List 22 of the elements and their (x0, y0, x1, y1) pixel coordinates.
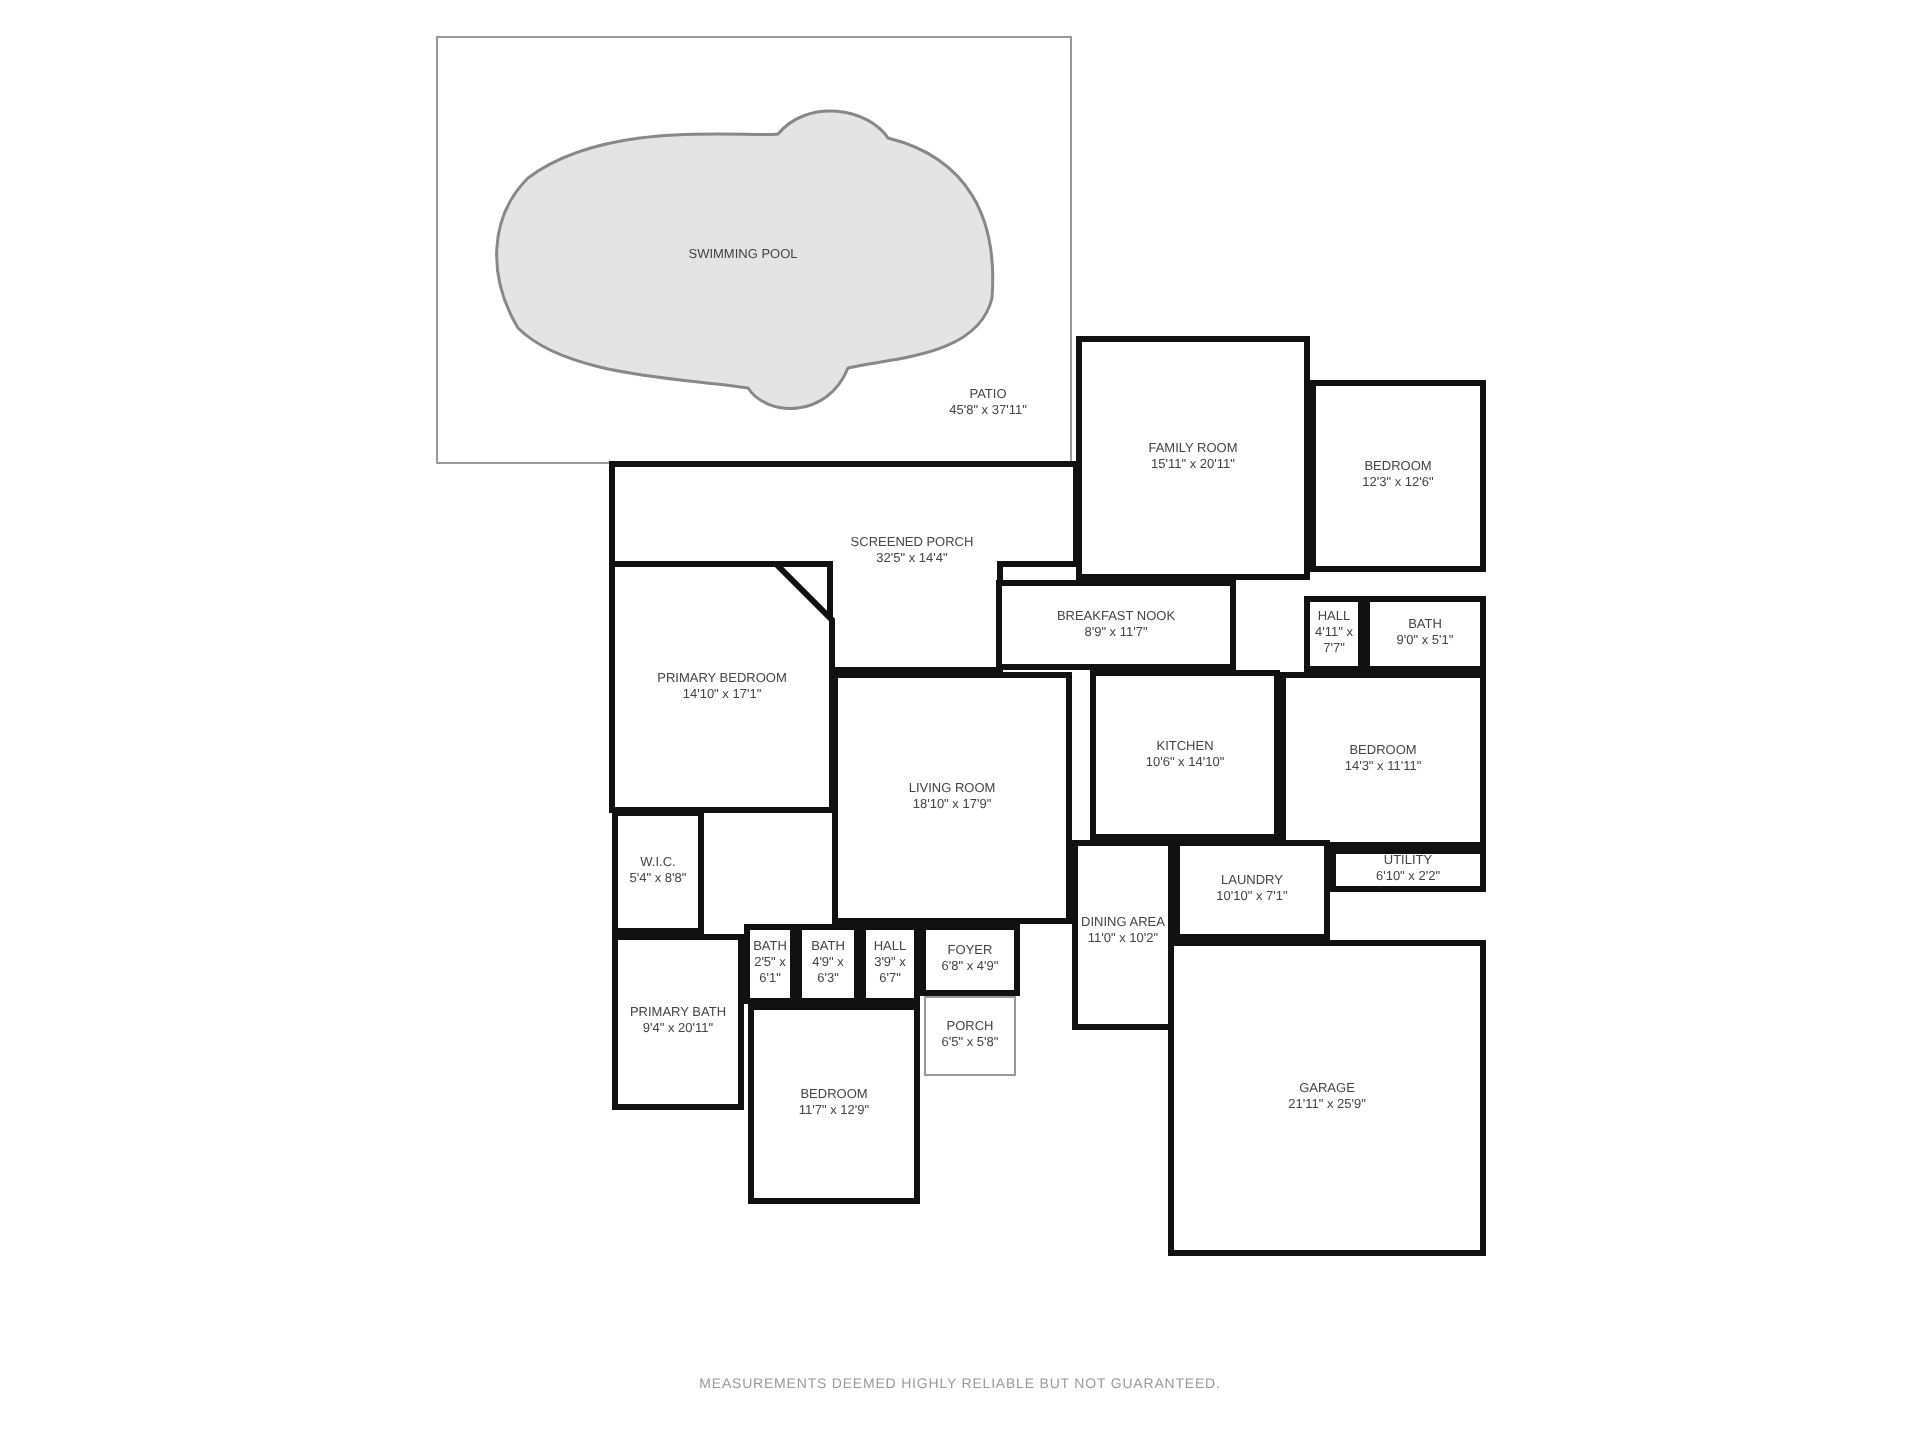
room (920, 924, 1020, 996)
room (1174, 840, 1330, 940)
room (996, 580, 1236, 670)
room (1168, 940, 1486, 1256)
room (612, 810, 704, 934)
room (1072, 840, 1174, 1030)
room (1304, 596, 1364, 672)
room (924, 996, 1016, 1076)
room (612, 934, 744, 1110)
room (748, 1004, 920, 1204)
room (612, 564, 832, 810)
room (796, 924, 860, 1004)
room (1090, 670, 1280, 840)
room (744, 924, 796, 1004)
room (860, 924, 920, 1004)
room (1280, 672, 1486, 848)
room (1310, 380, 1486, 572)
room (832, 672, 1072, 924)
room (1076, 336, 1310, 580)
room (1364, 596, 1486, 672)
room (1330, 848, 1486, 892)
patio-area (436, 36, 1072, 464)
